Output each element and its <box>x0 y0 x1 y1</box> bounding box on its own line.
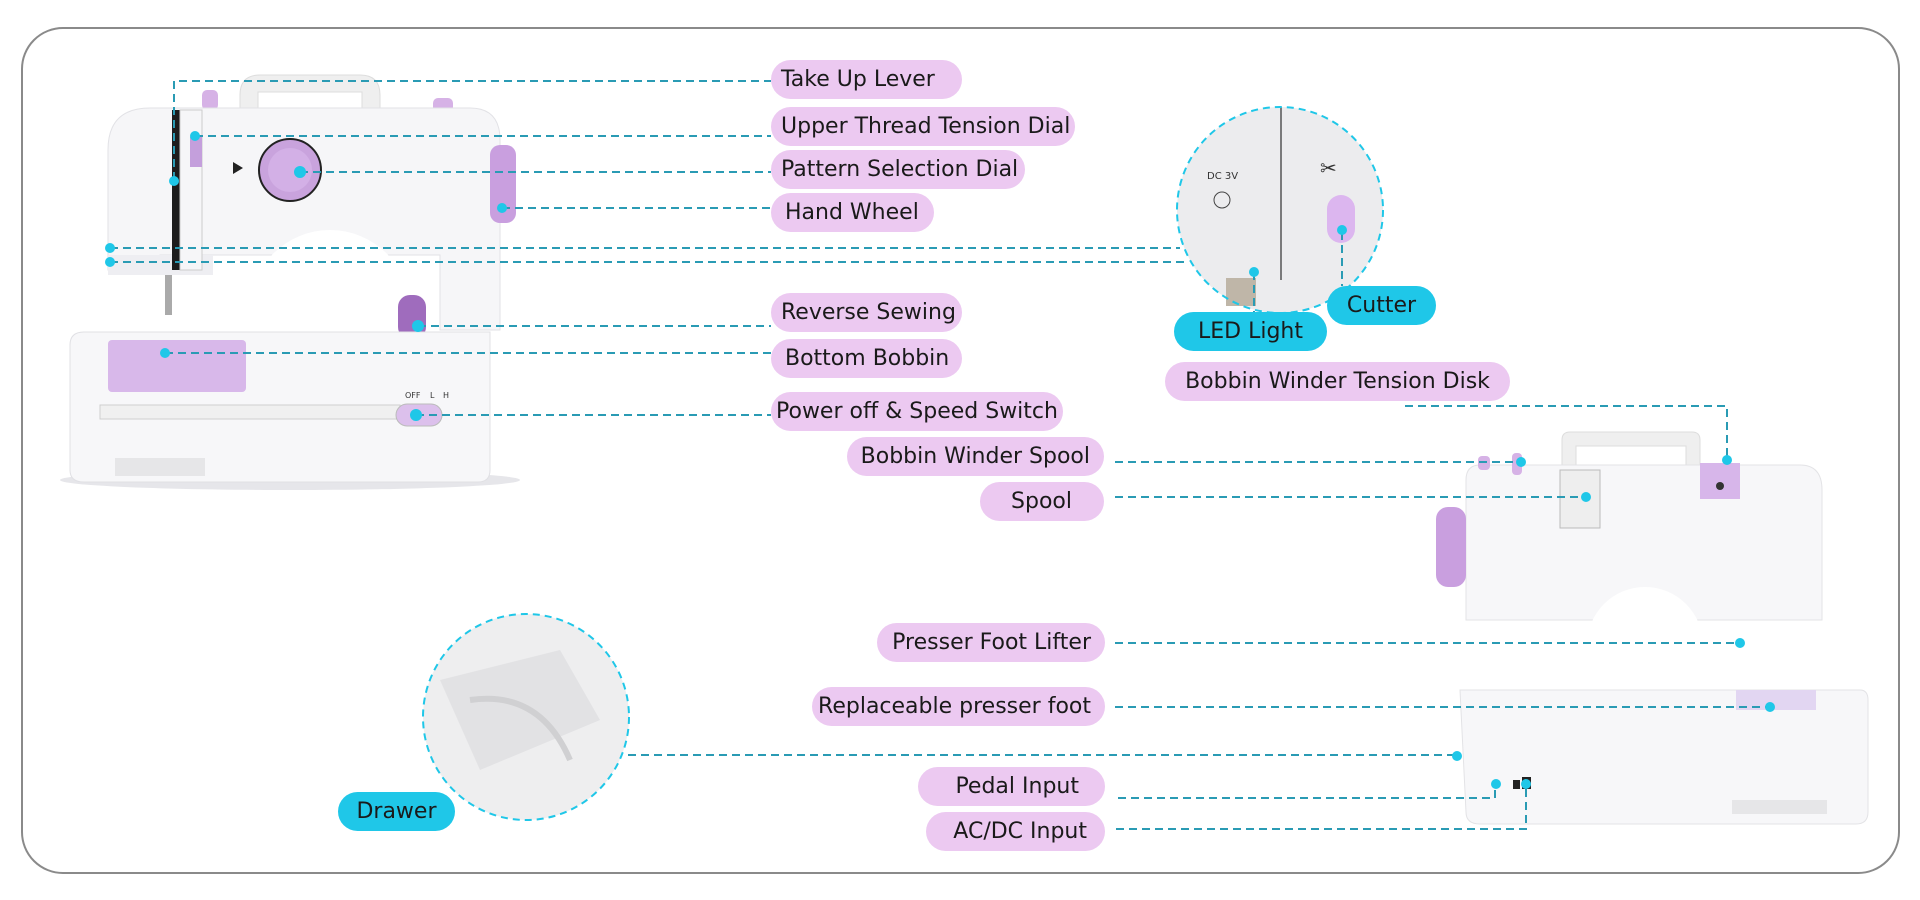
label-take-up-lever: Take Up Lever <box>771 60 962 99</box>
label-bottom-bobbin: Bottom Bobbin <box>771 339 962 378</box>
label-power-speed-switch: Power off & Speed Switch <box>771 392 1063 431</box>
label-upper-thread-tension-dial: Upper Thread Tension Dial <box>771 107 1075 146</box>
label-spool: Spool <box>980 482 1104 521</box>
label-pedal-input: Pedal Input <box>918 767 1105 806</box>
label-led-light: LED Light <box>1174 312 1327 351</box>
label-replaceable-presser-foot: Replaceable presser foot <box>812 687 1105 726</box>
label-reverse-sewing: Reverse Sewing <box>771 293 962 332</box>
label-ac-dc-input: AC/DC Input <box>926 812 1105 851</box>
label-bobbin-winder-spool: Bobbin Winder Spool <box>847 437 1104 476</box>
label-cutter: Cutter <box>1327 286 1436 325</box>
label-hand-wheel: Hand Wheel <box>771 193 934 232</box>
label-bobbin-winder-tension-disk: Bobbin Winder Tension Disk <box>1165 362 1510 401</box>
label-drawer: Drawer <box>338 792 455 831</box>
label-presser-foot-lifter: Presser Foot Lifter <box>877 623 1105 662</box>
label-pattern-selection-dial: Pattern Selection Dial <box>771 150 1025 189</box>
